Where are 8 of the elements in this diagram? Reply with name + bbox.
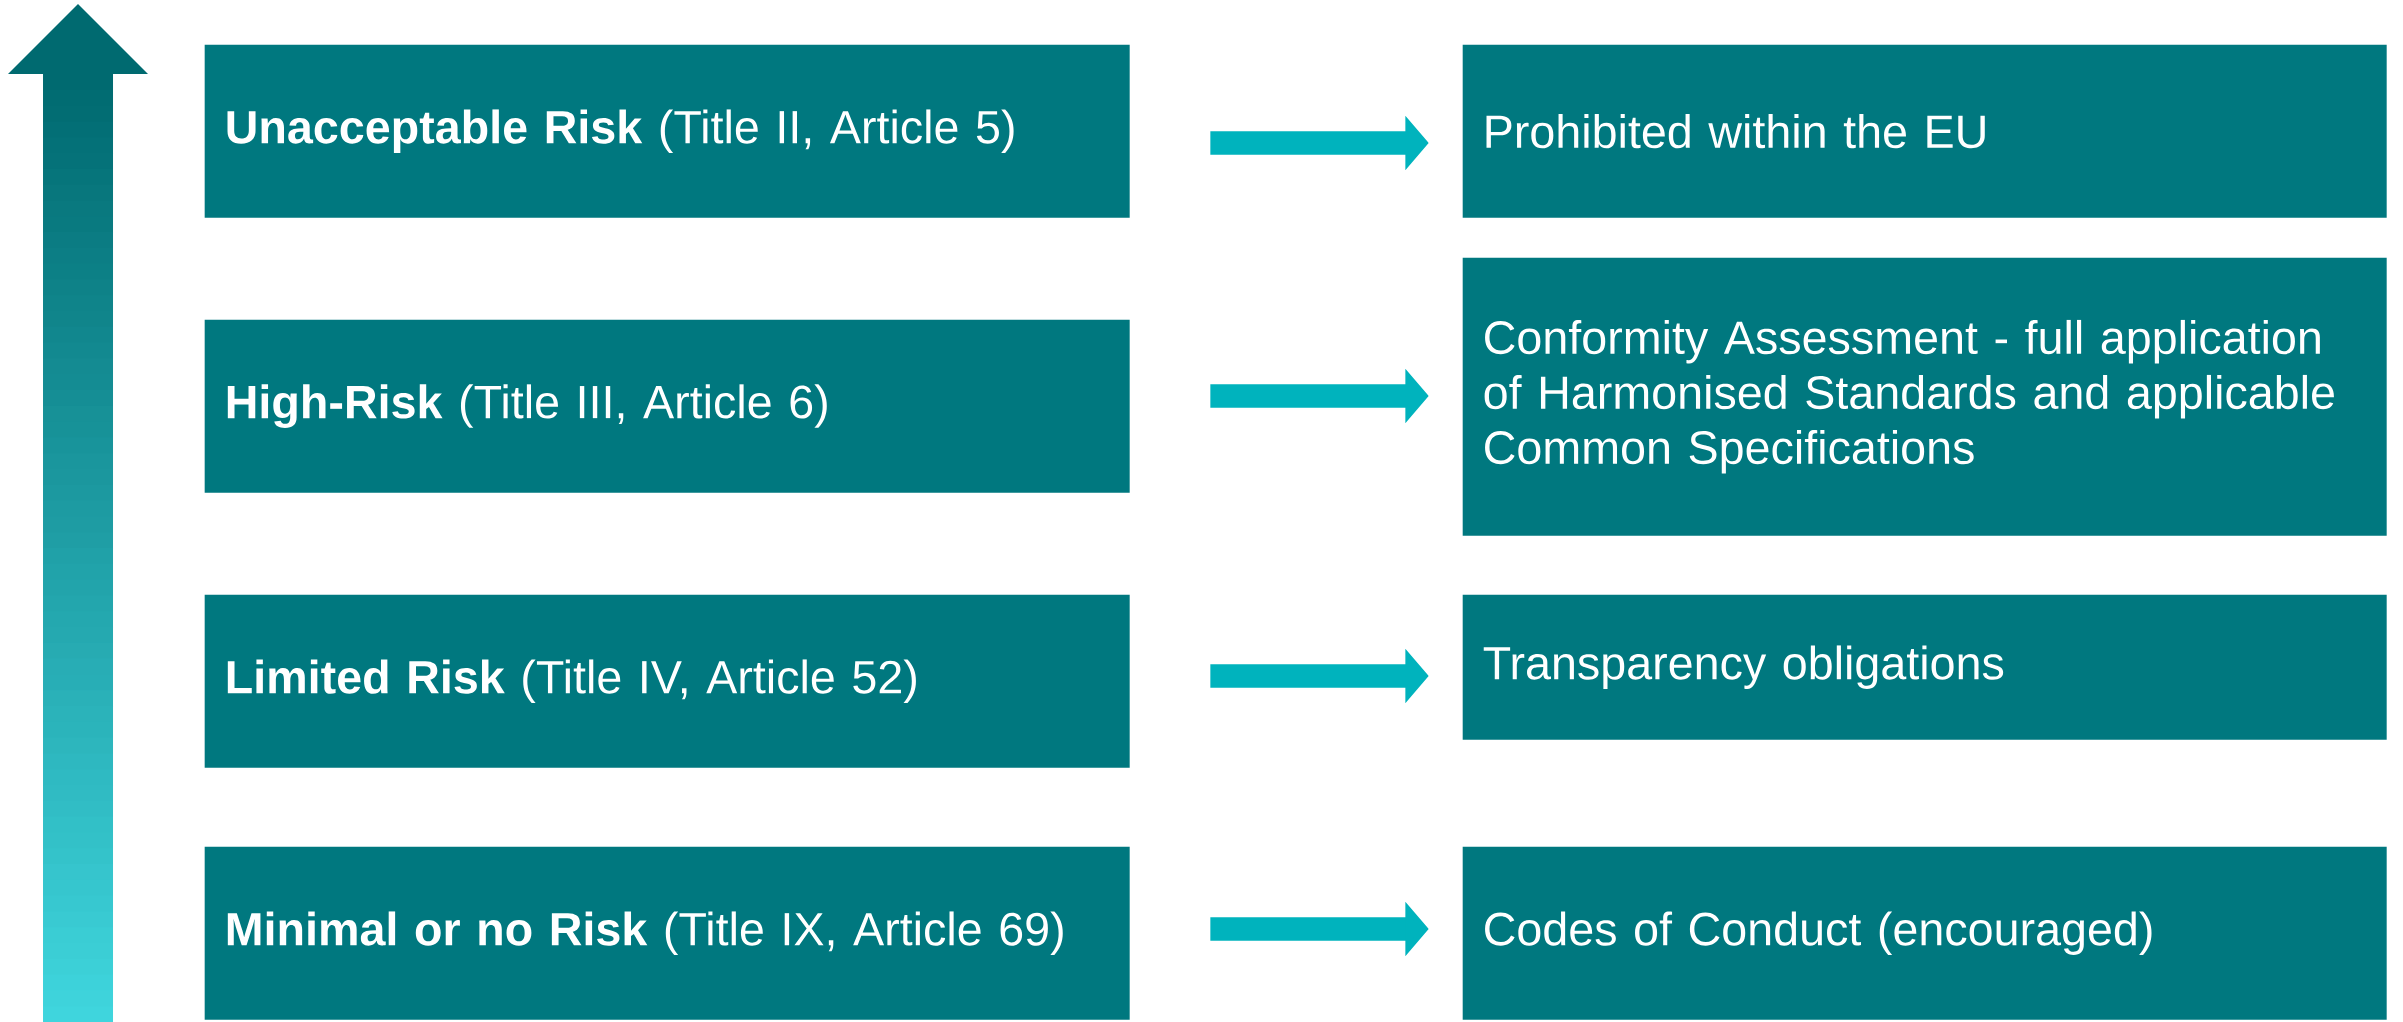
risk-box: Codes of Conduct (encouraged)	[1462, 846, 2387, 1020]
risk-box: Prohibited within the EU	[1462, 44, 2387, 218]
risk-box: High-Risk (Title III, Article 6)	[204, 319, 1130, 493]
risk-box: Conformity Assessment - full application of Harmonised Standards and applicable Common Specifications	[1462, 257, 2387, 536]
risk-box: Unacceptable Risk (Title II, Article 5)	[204, 44, 1130, 218]
risk-box: Limited Risk (Title IV, Article 52)	[204, 594, 1130, 768]
risk-box: Transparency obligations	[1462, 594, 2387, 740]
risk-box: Minimal or no Risk (Title IX, Article 69)	[204, 846, 1130, 1020]
